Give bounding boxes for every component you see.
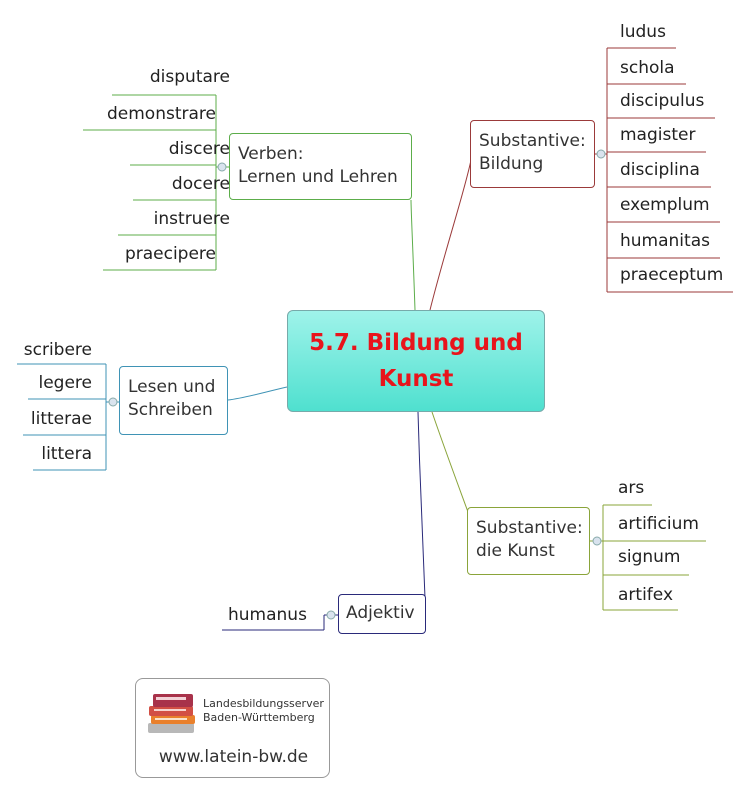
topic-verben[interactable]: Verben: Lernen und Lehren (229, 133, 412, 200)
leaf-substantive-kunst[interactable]: ars (618, 478, 645, 498)
leaf-substantive-bildung[interactable]: exemplum (620, 195, 710, 215)
leaf-lesen[interactable]: legere (38, 373, 92, 393)
leaf-substantive-kunst[interactable]: artificium (618, 514, 699, 534)
leaf-lesen[interactable]: litterae (30, 409, 92, 429)
leaf-substantive-bildung[interactable]: discipulus (620, 91, 705, 111)
leaf-verben[interactable]: discere (168, 139, 230, 159)
leaf-lesen[interactable]: littera (41, 444, 92, 464)
central-topic[interactable]: 5.7. Bildung und Kunst (287, 310, 545, 412)
leaf-adjektiv[interactable]: humanus (228, 605, 307, 625)
topic-substantive-bildung[interactable]: Substantive: Bildung (470, 120, 595, 188)
logo-line1: Landesbildungsserver (203, 697, 324, 710)
topic-lesen-und-schreiben[interactable]: Lesen und Schreiben (119, 366, 228, 435)
leaf-substantive-bildung[interactable]: praeceptum (620, 265, 724, 285)
leaf-substantive-kunst[interactable]: signum (618, 547, 681, 567)
leaf-substantive-bildung[interactable]: magister (620, 125, 696, 145)
topic-adjektiv[interactable]: Adjektiv (338, 594, 426, 634)
leaf-substantive-kunst[interactable]: artifex (618, 585, 674, 605)
logo-line2: Baden-Württemberg (203, 711, 315, 724)
leaf-substantive-bildung[interactable]: humanitas (620, 231, 710, 251)
leaf-substantive-bildung[interactable]: disciplina (620, 160, 700, 180)
leaf-verben[interactable]: instruere (153, 209, 230, 229)
central-topic-line2: Kunst (378, 366, 454, 392)
leaf-verben[interactable]: docere (171, 174, 230, 194)
leaf-lesen[interactable]: scribere (23, 340, 92, 360)
logo-box[interactable]: Landesbildungsserver Baden-Württemberg w… (135, 678, 330, 778)
logo-url[interactable]: www.latein-bw.de (158, 747, 309, 767)
central-topic-line1: 5.7. Bildung und (309, 330, 523, 356)
leaf-verben[interactable]: praecipere (124, 244, 216, 264)
leaf-verben[interactable]: demonstrare (107, 104, 216, 124)
leaf-substantive-bildung[interactable]: ludus (620, 22, 666, 42)
topic-substantive-kunst[interactable]: Substantive: die Kunst (467, 507, 590, 575)
books-logo-icon (148, 694, 195, 733)
leaf-verben[interactable]: disputare (149, 67, 230, 87)
leaf-substantive-bildung[interactable]: schola (620, 58, 675, 78)
